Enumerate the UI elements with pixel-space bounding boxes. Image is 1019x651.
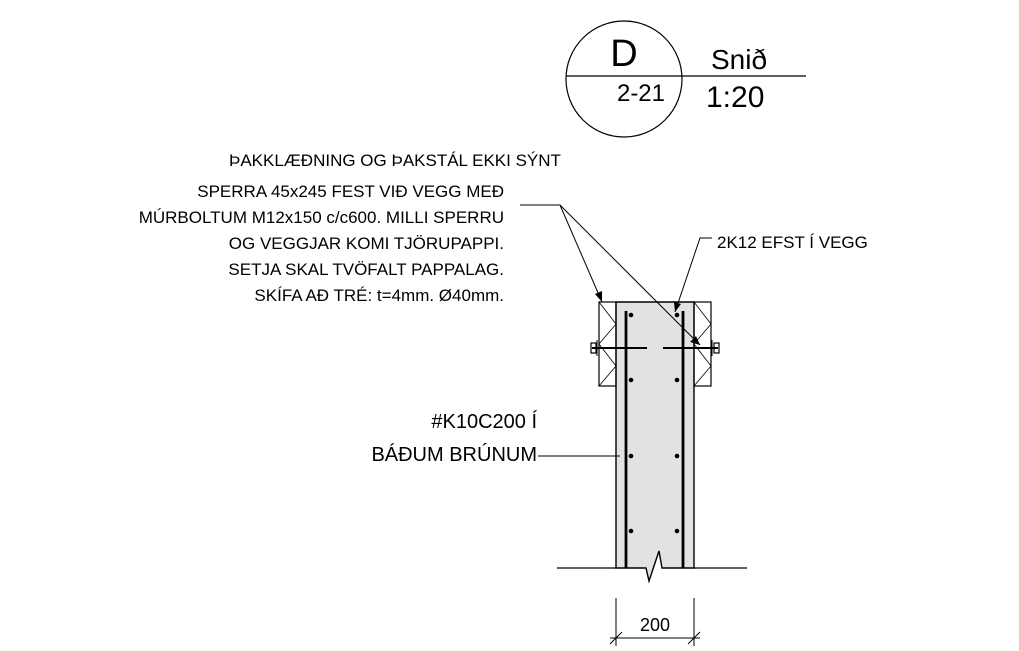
roof-note: ÞAKKLÆÐNING OG ÞAKSTÁL EKKI SÝNT xyxy=(229,151,561,170)
section-scale: 1:20 xyxy=(706,81,764,114)
top-rebar-leader xyxy=(674,237,712,313)
rafter-note-line: MÚRBOLTUM M12x150 c/c600. MILLI SPERRU xyxy=(139,208,504,227)
rebar-dot xyxy=(674,453,680,459)
rafter-right xyxy=(693,301,712,387)
rebar-dot xyxy=(674,528,680,534)
anchor-bolt-right xyxy=(663,340,720,356)
top-rebar-note: 2K12 EFST Í VEGG xyxy=(717,233,868,252)
rafter-note-line: SETJA SKAL TVÖFALT PAPPALAG. xyxy=(228,260,504,279)
section-letter: D xyxy=(610,33,637,75)
rafter-note-leader xyxy=(520,204,701,346)
section-marker: D 2-21 Snið 1:20 xyxy=(565,20,806,138)
rebar-dot xyxy=(628,377,634,383)
anchor-bolt-left xyxy=(590,340,647,356)
rebar-dot xyxy=(628,453,634,459)
section-sheet-ref: 2-21 xyxy=(617,80,665,107)
mesh-note: #K10C200 Í BÁÐUM BRÚNUM xyxy=(371,410,537,466)
section-marker-circle xyxy=(565,20,683,138)
rafter-note: SPERRA 45x245 FEST VIÐ VEGG MEÐ MÚRBOLTU… xyxy=(139,182,504,305)
rebar-dot xyxy=(674,377,680,383)
rebar-dot xyxy=(628,528,634,534)
rafter-note-line: SPERRA 45x245 FEST VIÐ VEGG MEÐ xyxy=(197,182,504,201)
concrete-wall xyxy=(615,301,695,584)
section-label: Snið xyxy=(711,44,767,75)
dimension-200: 200 xyxy=(609,598,701,646)
dimension-label: 200 xyxy=(640,615,670,635)
rebar-dot xyxy=(674,312,680,318)
mesh-note-line: BÁÐUM BRÚNUM xyxy=(371,443,537,466)
rebar-dot xyxy=(628,312,634,318)
mesh-note-line: #K10C200 Í xyxy=(431,410,537,433)
rafter-note-line: SKÍFA AÐ TRÉ: t=4mm. Ø40mm. xyxy=(254,286,504,305)
rebar-dots xyxy=(628,312,680,534)
rafter-left xyxy=(598,301,617,387)
rafter-note-line: OG VEGGJAR KOMI TJÖRUPAPPI. xyxy=(229,234,504,253)
